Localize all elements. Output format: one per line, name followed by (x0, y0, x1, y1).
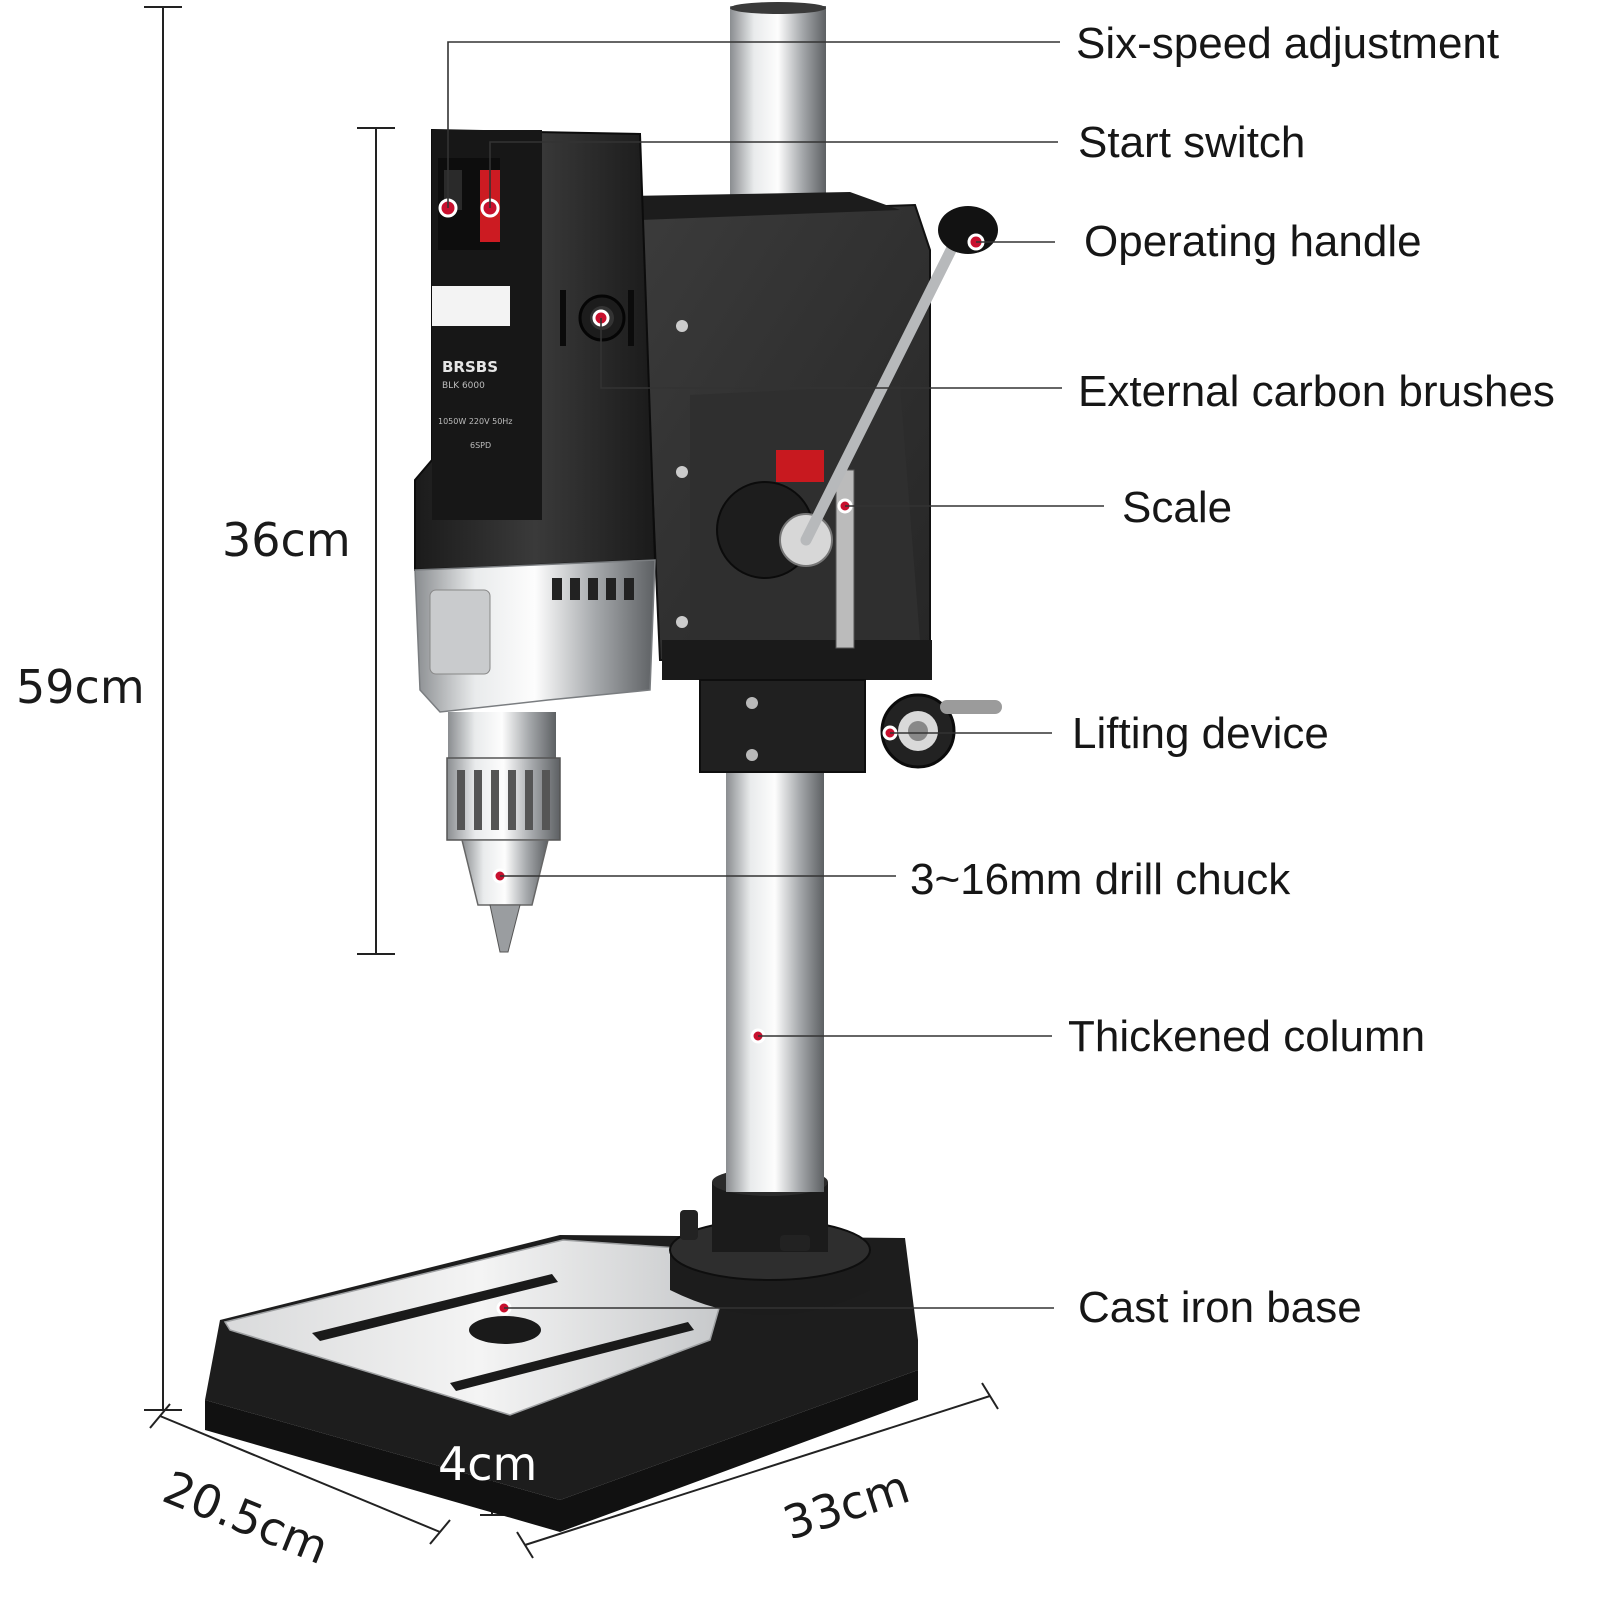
callout-scale: Scale (1122, 483, 1232, 532)
callout-six-speed-adjustment: Six-speed adjustment (1076, 19, 1499, 68)
drill-chuck (446, 757, 561, 953)
motor-label-line3: 6SPD (470, 441, 491, 450)
motor-label-line2: 1050W 220V 50Hz (438, 417, 513, 426)
drill-motor: BRSBS BLK 6000 1050W 220V 50Hz 6SPD (414, 128, 657, 758)
height-dimension-36 (357, 127, 395, 955)
callout-lifting-device: Lifting device (1072, 709, 1329, 758)
callout-drill-chuck: 3~16mm drill chuck (910, 855, 1291, 904)
callout-start-switch: Start switch (1078, 118, 1305, 167)
width-33-label: 33cm (777, 1459, 916, 1550)
callout-cast-iron-base: Cast iron base (1078, 1283, 1362, 1332)
leader-lines (447, 41, 1104, 1309)
callout-thickened-column: Thickened column (1068, 1012, 1425, 1061)
thickness-4-label: 4cm (438, 1437, 537, 1491)
callout-external-carbon-brushes: External carbon brushes (1078, 367, 1555, 416)
thickened-column (726, 2, 826, 1192)
callout-operating-handle: Operating handle (1084, 217, 1422, 266)
motor-label-line1: BLK 6000 (442, 381, 485, 391)
height-36-label: 36cm (222, 513, 351, 567)
motor-label-logo: BRSBS (442, 358, 498, 376)
height-dimension-59 (144, 6, 182, 1411)
height-59-label: 59cm (16, 660, 145, 714)
drill-head (630, 192, 1002, 773)
width-dimension-33 (516, 1382, 999, 1559)
cast-iron-base (205, 1168, 918, 1532)
depth-dimension-20-5 (149, 1403, 451, 1545)
